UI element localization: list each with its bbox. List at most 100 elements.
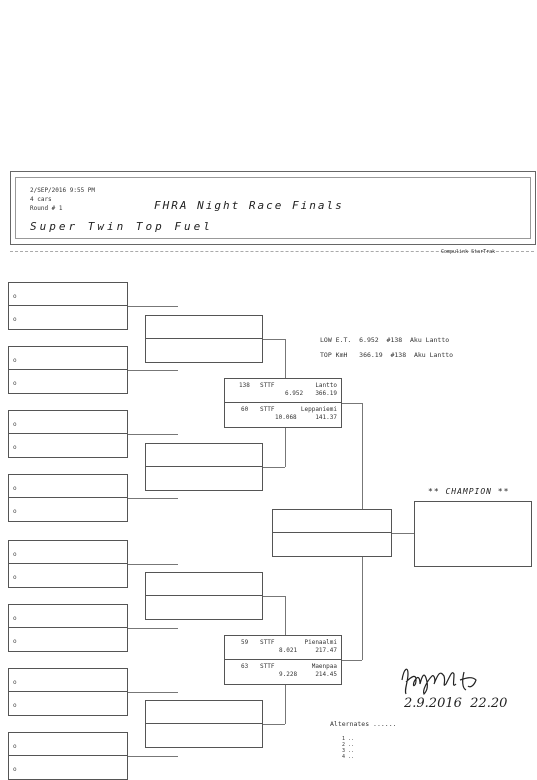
round2-pair-1	[145, 315, 263, 363]
round2-pair-3	[145, 572, 263, 620]
lane-marker: o	[13, 316, 17, 323]
lane-marker: o	[13, 485, 17, 492]
car-class: STTF	[260, 639, 275, 646]
final-pair	[272, 509, 392, 557]
alternate-item: 2 ..	[342, 742, 355, 748]
round1-pair-1: o o	[8, 282, 128, 330]
lane-slot	[146, 444, 262, 467]
lane-slot	[146, 573, 262, 596]
speed: 141.37	[315, 414, 337, 421]
bracket-line	[128, 628, 178, 629]
round-number: Round # 1	[30, 205, 63, 212]
lane-marker: o	[13, 444, 17, 451]
speed: 217.47	[315, 647, 337, 654]
round1-pair-4: o o	[8, 474, 128, 522]
lane-slot	[273, 510, 391, 533]
elapsed-time: 10.068	[275, 414, 297, 421]
bracket-line	[128, 564, 178, 565]
top-speed-record: TOP KmH 366.19 #138 Aku Lantto	[320, 351, 453, 359]
semifinal-pair-1: 138 STTF Lantto 6.952 366.19 60 STTF Lep…	[224, 378, 342, 428]
bracket-line	[128, 692, 178, 693]
lane-marker: o	[13, 638, 17, 645]
bracket-line	[128, 306, 178, 307]
round2-pair-4	[145, 700, 263, 748]
alternate-item: 3 ..	[342, 748, 355, 754]
lane-slot	[146, 467, 262, 490]
lane-slot: o	[9, 347, 127, 370]
elapsed-time: 6.952	[285, 390, 304, 397]
lane-marker: o	[13, 743, 17, 750]
top-kmh-value: 366.19 #138 Aku Lantto	[359, 351, 454, 359]
lane-slot: o	[9, 628, 127, 651]
alternate-item: 4 ..	[342, 754, 355, 760]
software-credit: Compulink StarTrak	[441, 249, 496, 255]
signature-date-text: 2.9.2016	[404, 696, 462, 711]
round1-pair-3: o o	[8, 410, 128, 458]
bracket-line	[128, 370, 178, 371]
round1-pair-5: o o	[8, 540, 128, 588]
driver-name: Maenpaa	[311, 663, 337, 670]
alternates-list: 1 .. 2 .. 3 .. 4 ..	[342, 736, 354, 760]
lane-slot: o	[9, 541, 127, 564]
class-title: Super Twin Top Fuel	[30, 220, 213, 233]
lane-slot: 60 STTF Leppaniemi 10.068 141.37	[225, 403, 341, 427]
lane-slot: o	[9, 434, 127, 457]
date-time: 2/SEP/2016 9:55 PM	[30, 187, 96, 194]
lane-slot	[273, 533, 391, 556]
low-et-label: LOW E.T.	[320, 336, 352, 344]
lane-slot	[146, 701, 262, 724]
semifinal-pair-2: 59 STTF Pienaalmi 8.021 217.47 63 STTF M…	[224, 635, 342, 685]
alternates-label: Alternates ......	[330, 720, 397, 728]
car-class: STTF	[260, 663, 275, 670]
lane-marker: o	[13, 421, 17, 428]
lane-marker: o	[13, 574, 17, 581]
lane-marker: o	[13, 293, 17, 300]
speed: 214.45	[315, 671, 337, 678]
lane-slot: 59 STTF Pienaalmi 8.021 217.47	[225, 636, 341, 660]
bracket-line	[342, 403, 362, 404]
header-separator	[10, 251, 534, 252]
lane-slot: o	[9, 498, 127, 521]
lane-slot	[146, 724, 262, 747]
lane-marker: o	[13, 679, 17, 686]
bracket-line	[263, 596, 285, 597]
lane-slot	[146, 339, 262, 362]
lane-slot: o	[9, 370, 127, 393]
elapsed-time: 9.228	[279, 671, 298, 678]
round1-pair-8: o o	[8, 732, 128, 780]
round1-pair-2: o o	[8, 346, 128, 394]
lane-marker: o	[13, 380, 17, 387]
lane-slot: o	[9, 283, 127, 306]
lane-slot: o	[9, 475, 127, 498]
speed: 366.19	[315, 390, 337, 397]
bracket-line	[128, 498, 178, 499]
lane-slot: o	[9, 411, 127, 434]
low-et-value: 6.952 #138 Aku Lantto	[359, 336, 450, 344]
car-class: STTF	[260, 382, 275, 389]
lane-slot: o	[9, 733, 127, 756]
lane-marker: o	[13, 357, 17, 364]
signature-graphic	[401, 668, 477, 696]
car-class: STTF	[260, 406, 275, 413]
car-number: 63	[241, 663, 249, 670]
lane-marker: o	[13, 702, 17, 709]
lane-marker: o	[13, 551, 17, 558]
car-count: 4 cars	[30, 196, 52, 203]
lane-slot: o	[9, 564, 127, 587]
bracket-line	[128, 434, 178, 435]
driver-name: Pienaalmi	[304, 639, 337, 646]
alternate-item: 1 ..	[342, 736, 355, 742]
lane-marker: o	[13, 508, 17, 515]
bracket-line	[263, 467, 285, 468]
signature-time-text: 22.20	[470, 696, 508, 711]
results-header-inner: 2/SEP/2016 9:55 PM 4 cars Round # 1 FHRA…	[15, 177, 531, 239]
round2-pair-2	[145, 443, 263, 491]
champion-box	[414, 501, 532, 567]
bracket-line	[263, 724, 285, 725]
lane-slot: 63 STTF Maenpaa 9.228 214.45	[225, 660, 341, 684]
event-title: FHRA Night Race Finals	[154, 199, 344, 212]
results-header: 2/SEP/2016 9:55 PM 4 cars Round # 1 FHRA…	[10, 171, 536, 245]
lane-slot	[146, 596, 262, 619]
lane-slot: o	[9, 669, 127, 692]
lane-slot: 138 STTF Lantto 6.952 366.19	[225, 379, 341, 403]
